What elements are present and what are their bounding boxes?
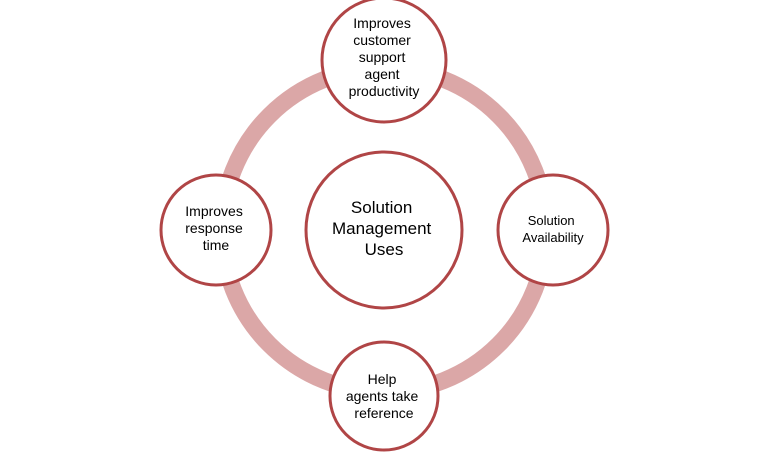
center-node-line: Management: [332, 219, 432, 238]
node-right-line: Solution: [528, 213, 575, 228]
node-bottom-line: reference: [354, 405, 413, 421]
node-top-label: Improves customer support agent producti…: [349, 15, 420, 99]
node-top-line: support: [359, 49, 406, 65]
node-right: Solution Availability: [496, 173, 610, 287]
node-bottom-line: agents take: [346, 388, 419, 404]
node-left-label: Improves response time: [185, 203, 246, 253]
node-right-label: Solution Availability: [522, 213, 584, 245]
node-left-circle: [159, 173, 273, 287]
node-left-line: Improves: [185, 203, 243, 219]
center-node-line: Solution: [351, 198, 412, 217]
node-top-circle: [320, 0, 448, 124]
center-node-circle: [304, 150, 464, 310]
center-node-line: Uses: [365, 240, 404, 259]
node-right-line: Availability: [522, 230, 584, 245]
node-right-circle: [496, 173, 610, 287]
node-top-line: Improves: [353, 15, 411, 31]
center-node-label: Solution Management Uses: [332, 198, 436, 259]
node-bottom-line: Help: [368, 371, 397, 387]
node-bottom-circle: [328, 340, 440, 452]
node-top-line: customer: [353, 32, 411, 48]
node-left-line: response: [185, 220, 243, 236]
node-left-line: time: [203, 237, 230, 253]
center-node: Solution Management Uses: [304, 150, 464, 310]
node-top-line: productivity: [349, 83, 420, 99]
node-bottom-label: Help agents take reference: [346, 371, 422, 421]
node-top: Improves customer support agent producti…: [320, 0, 448, 124]
node-bottom: Help agents take reference: [328, 340, 440, 452]
node-top-line: agent: [365, 66, 400, 82]
node-left: Improves response time: [159, 173, 273, 287]
